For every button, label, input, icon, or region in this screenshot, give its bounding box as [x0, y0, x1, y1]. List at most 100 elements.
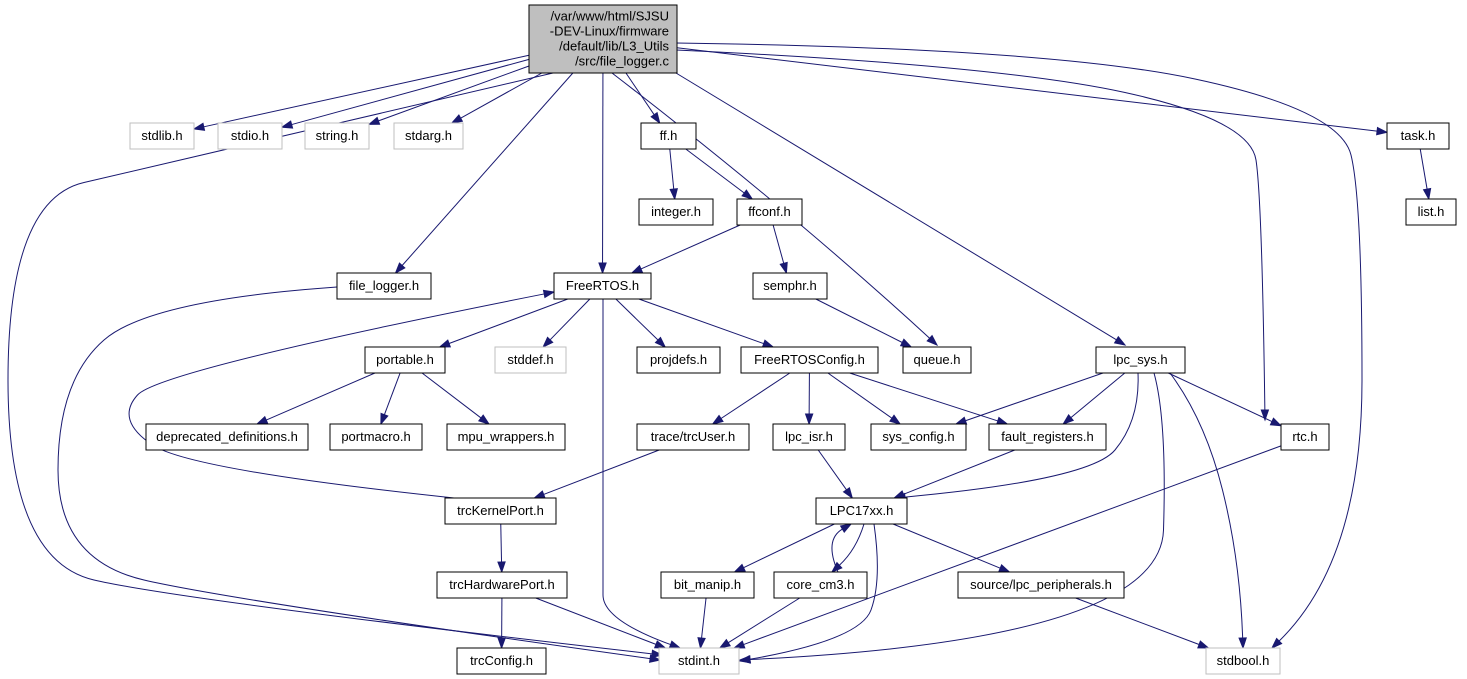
- arrowhead: [542, 289, 556, 299]
- node-fault_registers[interactable]: fault_registers.h: [988, 423, 1107, 451]
- arrowhead: [649, 654, 662, 663]
- node-freertos[interactable]: FreeRTOS.h: [553, 272, 652, 300]
- node-box: [902, 346, 972, 374]
- arrowhead: [650, 111, 661, 125]
- edge-root-to-task: [676, 47, 1389, 136]
- node-box: [638, 198, 714, 226]
- arrowhead: [367, 116, 381, 125]
- edge-freertosconfig-to-lpc_isr: [804, 372, 814, 426]
- edge-root-to-stdint: [7, 72, 664, 659]
- node-trcconfig[interactable]: trcConfig.h: [456, 647, 547, 675]
- edge-line: [817, 449, 847, 491]
- edge-freertos-to-portable: [438, 298, 568, 348]
- edge-line: [543, 449, 660, 495]
- arrowhead: [192, 122, 206, 131]
- node-sys_config[interactable]: sys_config.h: [870, 423, 967, 451]
- edge-root-to-lpc_sys: [675, 72, 1127, 346]
- arrowhead: [711, 414, 724, 425]
- node-mpu_wrappers[interactable]: mpu_wrappers.h: [446, 423, 566, 451]
- node-label: ff.h: [660, 128, 678, 143]
- node-deprecated[interactable]: deprecated_definitions.h: [145, 423, 309, 451]
- arrowhead: [1269, 417, 1283, 427]
- node-task[interactable]: task.h: [1386, 122, 1450, 150]
- node-lpc17xx[interactable]: LPC17xx.h: [815, 497, 908, 525]
- node-box: [870, 423, 967, 451]
- node-box: [304, 122, 370, 150]
- edge-line: [535, 597, 657, 645]
- node-lpc_sys[interactable]: lpc_sys.h: [1095, 346, 1186, 374]
- node-label: sys_config.h: [882, 429, 954, 444]
- arrowhead: [732, 640, 746, 649]
- node-trchardwareport[interactable]: trcHardwarePort.h: [436, 571, 568, 599]
- node-integer[interactable]: integer.h: [638, 198, 714, 226]
- node-root[interactable]: /var/www/html/SJSU-DEV-Linux/firmware/de…: [528, 4, 678, 74]
- edge-lpc17xx-to-stdint: [738, 523, 878, 664]
- node-lpc_isr[interactable]: lpc_isr.h: [772, 423, 846, 451]
- node-ffconf[interactable]: ffconf.h: [736, 198, 803, 226]
- node-rtc[interactable]: rtc.h: [1280, 423, 1330, 451]
- node-stdio: stdio.h: [217, 122, 283, 150]
- node-label: portmacro.h: [341, 429, 410, 444]
- node-file_logger[interactable]: file_logger.h: [336, 272, 432, 300]
- arrowhead: [542, 336, 554, 349]
- arrowhead: [497, 561, 506, 574]
- node-box: [658, 647, 740, 675]
- arrowhead: [839, 523, 853, 534]
- node-label: trcHardwarePort.h: [449, 577, 554, 592]
- node-label: LPC17xx.h: [830, 503, 894, 518]
- node-string: string.h: [304, 122, 370, 150]
- edge-line: [421, 372, 482, 419]
- node-portmacro[interactable]: portmacro.h: [329, 423, 423, 451]
- node-label: /var/www/html/SJSU: [551, 9, 669, 24]
- node-portable[interactable]: portable.h: [364, 346, 446, 374]
- edge-ffconf-to-semphr: [772, 224, 788, 275]
- edge-portable-to-portmacro: [380, 372, 401, 426]
- arrowhead: [926, 334, 939, 346]
- node-queue[interactable]: queue.h: [902, 346, 972, 374]
- node-trcuser[interactable]: trace/trcUser.h: [636, 423, 750, 451]
- edge-root-to-stdio: [280, 58, 530, 129]
- edge-line: [549, 298, 591, 341]
- edge-freertosconfig-to-trcuser: [711, 372, 791, 425]
- node-label: file_logger.h: [349, 278, 419, 293]
- node-label: bit_manip.h: [674, 577, 741, 592]
- node-projdefs[interactable]: projdefs.h: [636, 346, 721, 374]
- edge-line: [7, 72, 653, 655]
- edge-core_cm3-to-stdint: [718, 597, 800, 649]
- arrowhead: [842, 486, 854, 500]
- edge-line: [749, 372, 1165, 661]
- node-box: [772, 423, 846, 451]
- node-box: [740, 346, 879, 374]
- node-list[interactable]: list.h: [1405, 198, 1457, 226]
- edge-line: [401, 72, 574, 266]
- node-label: /default/lib/L3_Utils: [559, 39, 669, 54]
- node-box: [1280, 423, 1330, 451]
- edge-freertosconfig-to-sys_config: [827, 372, 902, 425]
- node-box: [736, 198, 803, 226]
- arrowhead: [669, 188, 678, 201]
- node-core_cm3[interactable]: core_cm3.h: [773, 571, 868, 599]
- node-label: stdarg.h: [405, 128, 452, 143]
- node-freertosconfig[interactable]: FreeRTOSConfig.h: [740, 346, 879, 374]
- node-trckernelport[interactable]: trcKernelPort.h: [444, 497, 557, 525]
- edge-line: [1075, 597, 1200, 645]
- edge-lpc_isr-to-lpc17xx: [817, 449, 854, 500]
- edge-lpc_sys-to-stdbool: [1169, 372, 1247, 650]
- node-label: source/lpc_peripherals.h: [970, 577, 1112, 592]
- node-box: [528, 4, 678, 74]
- edge-lpc_sys-to-fault_registers: [1062, 372, 1126, 425]
- node-box: [773, 571, 868, 599]
- edge-semphr-to-queue: [815, 298, 913, 348]
- arrowhead: [1113, 335, 1127, 346]
- edge-root-to-file_logger: [394, 72, 574, 275]
- node-semphr[interactable]: semphr.h: [752, 272, 828, 300]
- arrowhead: [996, 416, 1009, 425]
- arrowhead: [779, 261, 788, 275]
- node-ff[interactable]: ff.h: [640, 122, 697, 150]
- edge-line: [291, 58, 530, 126]
- node-bit_manip[interactable]: bit_manip.h: [660, 571, 755, 599]
- edge-line: [892, 523, 1001, 569]
- edge-line: [448, 298, 568, 344]
- node-lpc_peripherals[interactable]: source/lpc_peripherals.h: [957, 571, 1125, 599]
- node-label: /src/file_logger.c: [575, 54, 669, 69]
